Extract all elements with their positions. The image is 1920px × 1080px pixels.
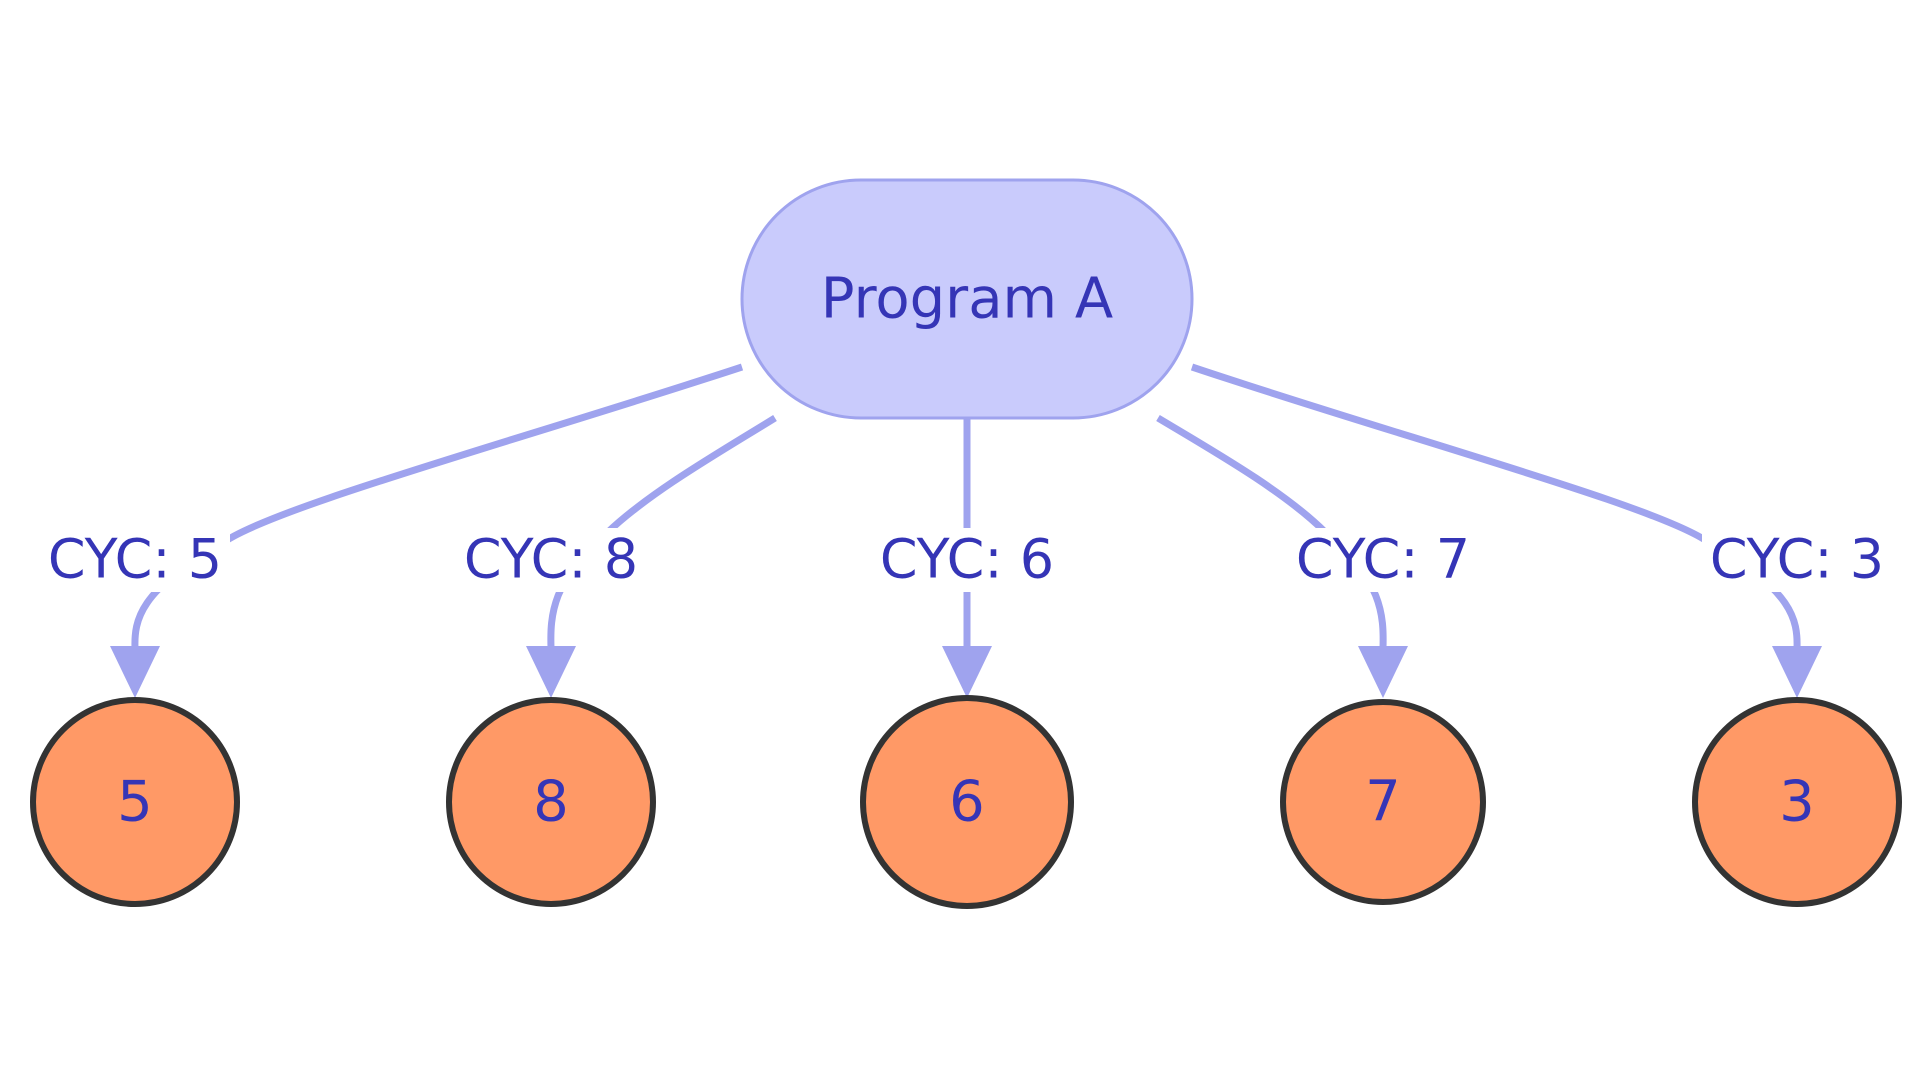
edge-label-background	[872, 528, 1062, 592]
edge-label-group: CYC: 6	[872, 528, 1062, 592]
leaf-node[interactable]: 6	[860, 695, 1074, 909]
leaf-node[interactable]: 5	[30, 697, 240, 907]
edge-program-a-to-3	[1190, 363, 1822, 698]
edge-label-group: CYC: 3	[1702, 528, 1892, 592]
leaf-node-label: 5	[117, 770, 153, 835]
leaf-node-label: 8	[533, 770, 569, 835]
edge-label: CYC: 8	[464, 528, 638, 591]
leaf-node-label: 3	[1779, 770, 1815, 835]
edge-label: CYC: 5	[48, 528, 222, 591]
leaf-node[interactable]: 3	[1692, 697, 1902, 907]
edge-line	[131, 363, 744, 649]
edge-program-a-to-7	[1156, 414, 1408, 698]
edge-labels-layer: CYC: 5 CYC: 8 CYC: 6 CYC: 7 CYC: 3	[40, 528, 1892, 592]
leaf-nodes-layer: 5 8 6 7 3	[30, 695, 1902, 909]
arrow-head-icon	[1358, 646, 1408, 698]
edge-program-a-to-8	[526, 415, 777, 698]
edge-line	[1190, 363, 1801, 649]
edge-label-background	[40, 528, 230, 592]
arrow-head-icon	[110, 646, 160, 698]
leaf-node-circle	[860, 695, 1074, 909]
edge-line	[547, 415, 777, 649]
edge-label-group: CYC: 8	[456, 528, 646, 592]
leaf-node[interactable]: 8	[446, 697, 656, 907]
root-node-program-a[interactable]: Program A	[740, 178, 1194, 420]
arrow-head-icon	[1772, 646, 1822, 698]
root-node-shape	[740, 178, 1194, 420]
edge-label-background	[1288, 528, 1478, 592]
leaf-node-circle	[446, 697, 656, 907]
leaf-node-label: 7	[1365, 770, 1401, 835]
root-node-label: Program A	[821, 267, 1113, 332]
leaf-node[interactable]: 7	[1280, 699, 1486, 905]
arrow-head-icon	[942, 646, 992, 698]
edge-line	[1156, 414, 1387, 649]
edge-label-background	[1702, 528, 1892, 592]
edge-label-group: CYC: 7	[1288, 528, 1478, 592]
leaf-node-circle	[1280, 699, 1486, 905]
arrow-head-icon	[526, 646, 576, 698]
leaf-node-label: 6	[949, 770, 985, 835]
edge-label: CYC: 3	[1710, 528, 1884, 591]
edge-label: CYC: 7	[1296, 528, 1470, 591]
edge-program-a-to-5	[110, 363, 744, 698]
edge-label-background	[456, 528, 646, 592]
edge-label: CYC: 6	[880, 528, 1054, 591]
leaf-node-circle	[30, 697, 240, 907]
edge-label-group: CYC: 5	[40, 528, 230, 592]
leaf-node-circle	[1692, 697, 1902, 907]
